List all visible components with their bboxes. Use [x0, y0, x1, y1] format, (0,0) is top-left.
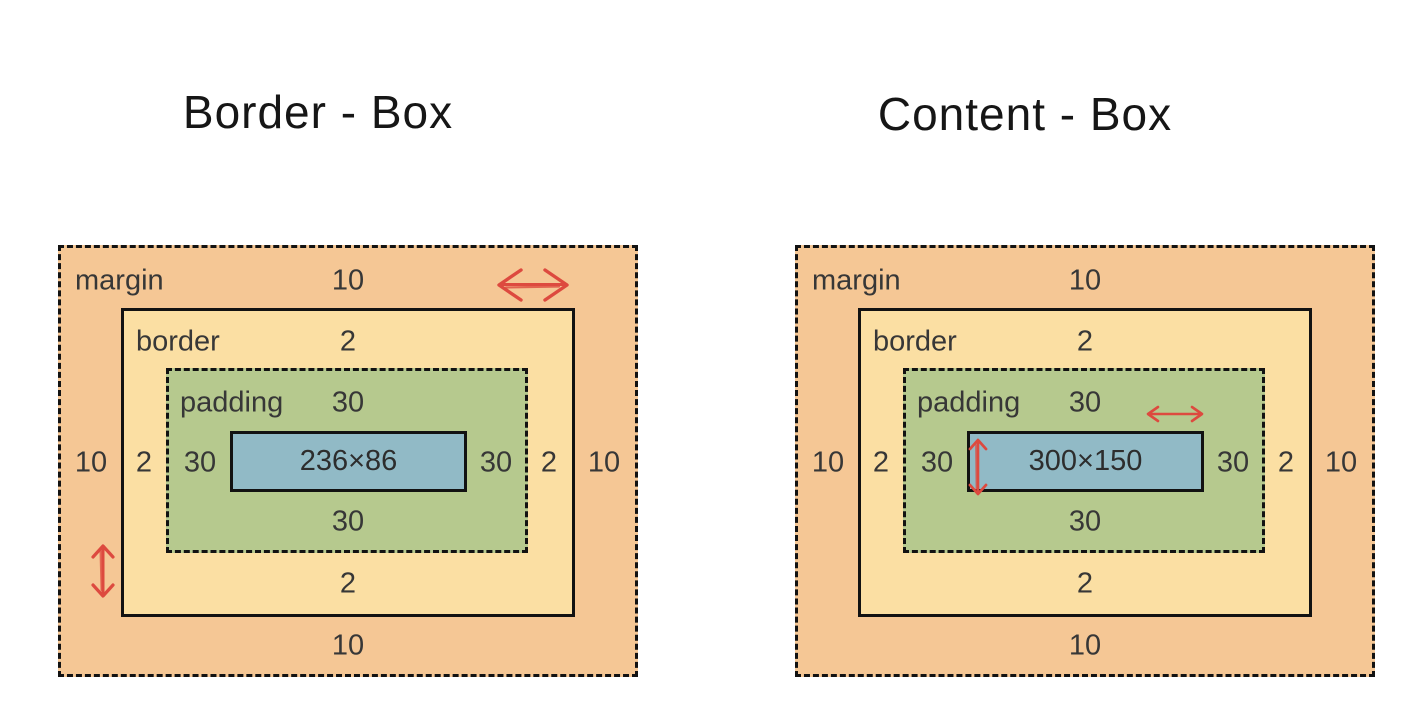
border-left-value: 2 — [872, 446, 890, 479]
border-box-diagram: 236×86 margin 10 border 2 padding 30 10 … — [58, 245, 638, 677]
border-bottom-value: 2 — [339, 567, 357, 600]
padding-top-value: 30 — [331, 386, 365, 419]
horizontal-resize-arrow-icon — [493, 263, 573, 307]
content-size-value: 300×150 — [1028, 445, 1143, 477]
margin-label: margin — [75, 264, 164, 297]
padding-right-value: 30 — [1216, 446, 1250, 479]
padding-right-value: 30 — [479, 446, 513, 479]
content-size-value: 236×86 — [299, 445, 398, 477]
border-bottom-value: 2 — [1076, 567, 1094, 600]
margin-bottom-value: 10 — [331, 629, 365, 662]
margin-right-value: 10 — [587, 446, 621, 479]
margin-top-value: 10 — [1068, 264, 1102, 297]
content-box-title: Content - Box — [877, 88, 1173, 140]
margin-right-value: 10 — [1324, 446, 1358, 479]
border-label: border — [873, 325, 957, 358]
padding-label: padding — [917, 386, 1021, 419]
vertical-resize-arrow-icon — [86, 542, 120, 600]
vertical-resize-arrow-icon — [966, 436, 990, 498]
horizontal-resize-arrow-icon — [1143, 403, 1207, 425]
padding-left-value: 30 — [183, 446, 217, 479]
border-top-value: 2 — [1076, 325, 1094, 358]
border-right-value: 2 — [540, 446, 558, 479]
content-box-diagram: 300×150 margin 10 border 2 padding 30 10… — [795, 245, 1375, 677]
padding-bottom-value: 30 — [1068, 505, 1102, 538]
border-left-value: 2 — [135, 446, 153, 479]
margin-left-value: 10 — [74, 446, 108, 479]
border-right-value: 2 — [1277, 446, 1295, 479]
margin-label: margin — [812, 264, 901, 297]
content-box: 300×150 — [967, 431, 1204, 492]
margin-left-value: 10 — [811, 446, 845, 479]
padding-bottom-value: 30 — [331, 505, 365, 538]
content-box: 236×86 — [230, 431, 467, 492]
border-top-value: 2 — [339, 325, 357, 358]
padding-label: padding — [180, 386, 284, 419]
margin-bottom-value: 10 — [1068, 629, 1102, 662]
padding-top-value: 30 — [1068, 386, 1102, 419]
padding-left-value: 30 — [920, 446, 954, 479]
border-label: border — [136, 325, 220, 358]
border-box-title: Border - Box — [182, 86, 454, 138]
margin-top-value: 10 — [331, 264, 365, 297]
